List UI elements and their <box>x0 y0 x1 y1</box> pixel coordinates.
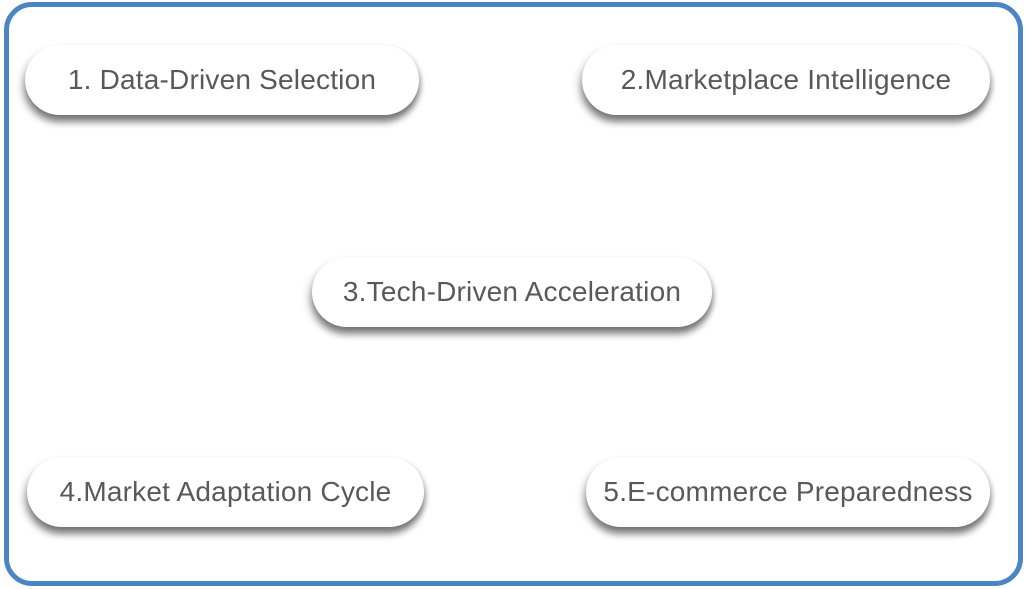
pill-label: 1. Data-Driven Selection <box>67 64 377 95</box>
pill-tech-driven-acceleration: 3.Tech-Driven Acceleration <box>312 257 712 327</box>
pill-label: 2.Marketplace Intelligence <box>620 64 952 95</box>
pill-label: 4.Market Adaptation Cycle <box>59 476 392 507</box>
pill-label: 3.Tech-Driven Acceleration <box>342 276 682 307</box>
pill-marketplace-intelligence: 2.Marketplace Intelligence <box>582 45 990 115</box>
pill-label: 5.E-commerce Preparedness <box>603 476 973 507</box>
pill-ecommerce-preparedness: 5.E-commerce Preparedness <box>586 457 990 527</box>
pill-market-adaptation-cycle: 4.Market Adaptation Cycle <box>27 457 424 527</box>
pill-data-driven-selection: 1. Data-Driven Selection <box>25 45 419 115</box>
